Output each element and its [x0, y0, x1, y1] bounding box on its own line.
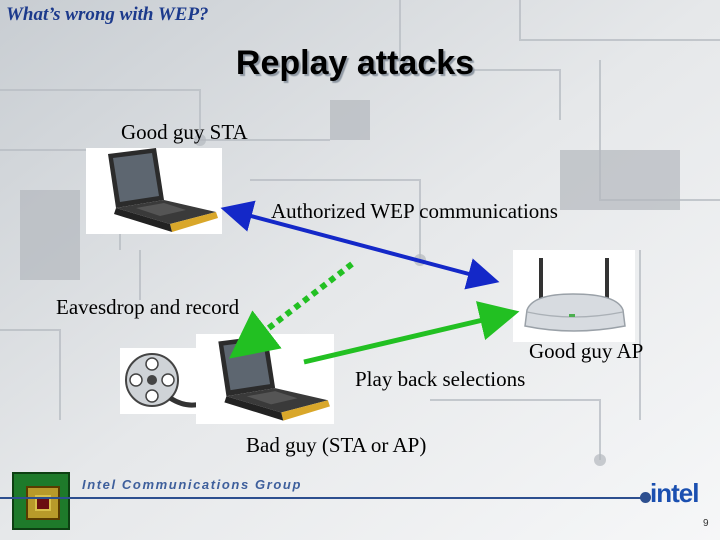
film-reel-image: [120, 348, 201, 414]
bad-guy-image: [196, 334, 334, 424]
good-ap-label: Good guy AP: [529, 339, 644, 363]
section-title: What’s wrong with WEP?: [6, 4, 209, 25]
laptop-icon: [218, 335, 330, 421]
authorized-label: Authorized WEP communications: [271, 199, 558, 223]
footer-line: [0, 497, 645, 499]
cpu-chip-icon: [12, 472, 70, 530]
page-number: 9: [703, 518, 709, 529]
good-sta-label: Good guy STA: [121, 120, 248, 144]
bad-guy-label: Bad guy (STA or AP): [246, 433, 427, 457]
footer-group-name: Intel Communications Group: [82, 477, 302, 492]
good-ap-image: [513, 250, 635, 342]
intel-logo: intel: [650, 478, 699, 508]
wireless-router-icon: [524, 258, 626, 332]
eavesdrop-label: Eavesdrop and record: [56, 295, 240, 319]
footer-dot: [640, 492, 651, 503]
good-sta-image: [86, 148, 222, 234]
laptop-icon: [108, 148, 218, 232]
playback-label: Play back selections: [355, 367, 526, 391]
slide-title: Replay attacks: [235, 44, 475, 82]
film-reel-icon: [125, 353, 201, 408]
